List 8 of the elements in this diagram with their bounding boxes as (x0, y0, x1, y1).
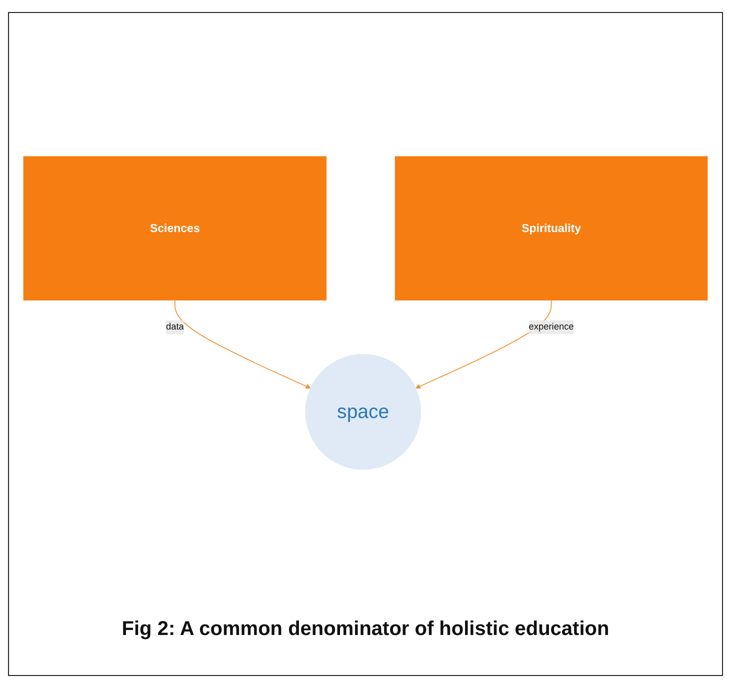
edge-label: data (166, 322, 184, 332)
node-circle: space (305, 354, 422, 470)
arrow (415, 300, 552, 389)
edge-label: experience (528, 322, 574, 332)
arrow (174, 300, 311, 389)
node-box: Sciences (23, 156, 327, 300)
figure-caption: Fig 2: A common denominator of holistic education (122, 618, 610, 641)
node-box: Spirituality (394, 156, 708, 300)
